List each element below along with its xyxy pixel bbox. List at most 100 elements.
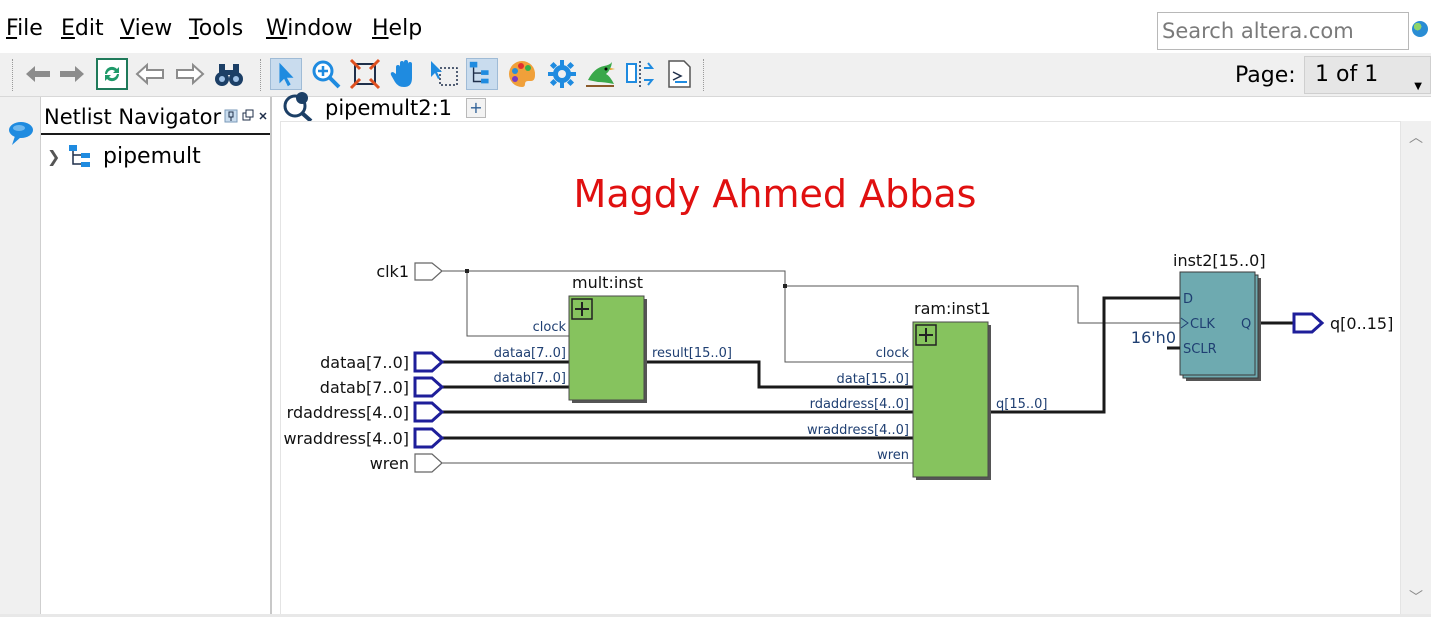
port-shape xyxy=(413,401,445,423)
float-icon[interactable] xyxy=(242,109,254,121)
port-label-wren: wren xyxy=(370,454,409,473)
register-pin-d: D xyxy=(1183,292,1193,307)
ram-pin-rdaddress: rdaddress[4..0] xyxy=(810,397,909,412)
scroll-down-icon[interactable]: ﹀ xyxy=(1409,590,1423,606)
schematic-canvas[interactable]: Magdy Ahmed Abbas clk1 dataa[7..0] xyxy=(280,121,1401,615)
hierarchy-icon xyxy=(69,145,90,167)
expand-icon[interactable] xyxy=(915,324,937,346)
back-arrow-icon[interactable] xyxy=(134,58,166,90)
forward-icon[interactable] xyxy=(56,58,88,90)
add-tab-button[interactable]: + xyxy=(466,98,486,118)
register-block-body xyxy=(1179,271,1256,376)
bird-icon[interactable] xyxy=(584,58,616,90)
flip-icon[interactable] xyxy=(624,58,656,90)
ram-pin-data: data[15..0] xyxy=(836,372,909,387)
settings-gear-icon[interactable] xyxy=(546,58,578,90)
input-port-datab[interactable]: datab[7..0] xyxy=(320,376,445,398)
pin-icon[interactable] xyxy=(224,109,238,123)
clock-wire-ram xyxy=(442,270,913,363)
toolbar-separator xyxy=(260,59,262,91)
vertical-scrollbar[interactable]: ︿ ﹀ xyxy=(1401,121,1431,615)
tab-pipemult2[interactable]: pipemult2:1 xyxy=(325,96,453,120)
ram-pin-wren: wren xyxy=(877,448,909,463)
port-shape xyxy=(414,262,443,281)
clock-wires xyxy=(442,270,1181,464)
input-port-wren[interactable]: wren xyxy=(370,453,443,473)
menu-window[interactable]: Window xyxy=(266,16,353,41)
register-pin-q: Q xyxy=(1241,317,1251,332)
menu-file[interactable]: File xyxy=(6,16,43,41)
input-port-clk1[interactable]: clk1 xyxy=(376,262,443,281)
chevron-right-icon[interactable]: ❯ xyxy=(47,147,61,166)
export-icon[interactable] xyxy=(663,58,695,90)
port-label-dataa: dataa[7..0] xyxy=(320,353,409,372)
hierarchy-icon xyxy=(469,61,489,84)
port-label-q: q[0..15] xyxy=(1330,314,1393,333)
port-label-rdaddress: rdaddress[4..0] xyxy=(287,403,409,422)
fit-window-icon[interactable] xyxy=(349,58,381,90)
back-icon[interactable] xyxy=(22,58,54,90)
menu-edit[interactable]: Edit xyxy=(61,16,104,41)
ram-pin-wraddress: wraddress[4..0] xyxy=(807,423,909,438)
menu-tools[interactable]: Tools xyxy=(189,16,244,41)
port-label-clk1: clk1 xyxy=(376,262,409,281)
port-shape xyxy=(413,376,445,398)
port-shape xyxy=(1292,312,1325,334)
register-const-label: 16'h0 xyxy=(1131,328,1176,347)
bottom-border xyxy=(0,614,1431,617)
speech-bubble-icon[interactable] xyxy=(7,119,35,147)
globe-icon[interactable] xyxy=(1412,21,1428,37)
page-select-value: 1 of 1 xyxy=(1315,62,1379,87)
close-icon[interactable] xyxy=(259,112,267,120)
hierarchy-button[interactable] xyxy=(466,58,498,90)
register-block[interactable]: inst2[15..0] D CLK SCLR Q 16'h0 xyxy=(1131,251,1266,381)
binoculars-icon[interactable] xyxy=(213,58,245,90)
output-port-q[interactable]: q[0..15] xyxy=(1292,312,1393,334)
port-label-datab: datab[7..0] xyxy=(320,378,409,397)
ram-block[interactable]: ram:inst1 clock data[15..0] rdaddress[4.… xyxy=(807,299,1048,480)
select-pointer-button[interactable] xyxy=(270,58,302,90)
scroll-up-icon[interactable]: ︿ xyxy=(1409,130,1423,146)
input-port-dataa[interactable]: dataa[7..0] xyxy=(320,351,445,373)
clock-wire-mult xyxy=(466,271,581,337)
refresh-icon[interactable] xyxy=(96,58,128,90)
ram-pin-clock: clock xyxy=(876,346,910,361)
expand-icon[interactable] xyxy=(571,298,593,320)
mult-pin-datab: datab[7..0] xyxy=(494,371,566,386)
register-block-title: inst2[15..0] xyxy=(1173,251,1266,270)
mult-pin-dataa: dataa[7..0] xyxy=(494,346,566,361)
junction-dot xyxy=(783,284,787,288)
zoom-icon[interactable] xyxy=(310,58,342,90)
toolbar-separator xyxy=(12,59,14,91)
search-input[interactable] xyxy=(1157,12,1409,50)
bus-wires xyxy=(442,296,1294,440)
input-port-wraddress[interactable]: wraddress[4..0] xyxy=(283,427,445,449)
panel-controls xyxy=(224,109,272,126)
port-shape xyxy=(413,427,445,449)
mult-block[interactable]: mult:inst clock dataa[7..0] datab[7..0] … xyxy=(494,273,732,403)
q-bus xyxy=(976,296,1181,414)
forward-arrow-icon[interactable] xyxy=(174,58,206,90)
menu-view[interactable]: View xyxy=(120,16,173,41)
select-pointer-icon xyxy=(279,62,294,87)
page-select[interactable]: 1 of 1 ▼ xyxy=(1304,56,1431,94)
menu-bar: File Edit View Tools Window Help xyxy=(0,0,1431,56)
register-pin-sclr: SCLR xyxy=(1183,342,1217,357)
schematic-drawing: Magdy Ahmed Abbas clk1 dataa[7..0] xyxy=(283,172,1393,480)
toolbar-separator xyxy=(703,59,705,91)
chevron-down-icon: ▼ xyxy=(1414,81,1422,92)
menu-help[interactable]: Help xyxy=(372,16,423,41)
register-pin-clk: CLK xyxy=(1190,317,1215,332)
register-stubs xyxy=(1167,296,1180,350)
pan-hand-icon[interactable] xyxy=(389,58,421,90)
page-label: Page: xyxy=(1235,63,1296,88)
toolbar: Page: 1 of 1 ▼ xyxy=(0,53,1431,97)
watermark-text: Magdy Ahmed Abbas xyxy=(574,172,977,216)
mult-pin-result: result[15..0] xyxy=(652,346,732,361)
ram-pin-q: q[15..0] xyxy=(996,397,1047,412)
palette-icon[interactable] xyxy=(506,58,538,90)
input-port-rdaddress[interactable]: rdaddress[4..0] xyxy=(287,401,445,423)
port-label-wraddress: wraddress[4..0] xyxy=(283,429,409,448)
junction-dot xyxy=(465,269,469,273)
rubberband-select-icon[interactable] xyxy=(428,58,460,90)
